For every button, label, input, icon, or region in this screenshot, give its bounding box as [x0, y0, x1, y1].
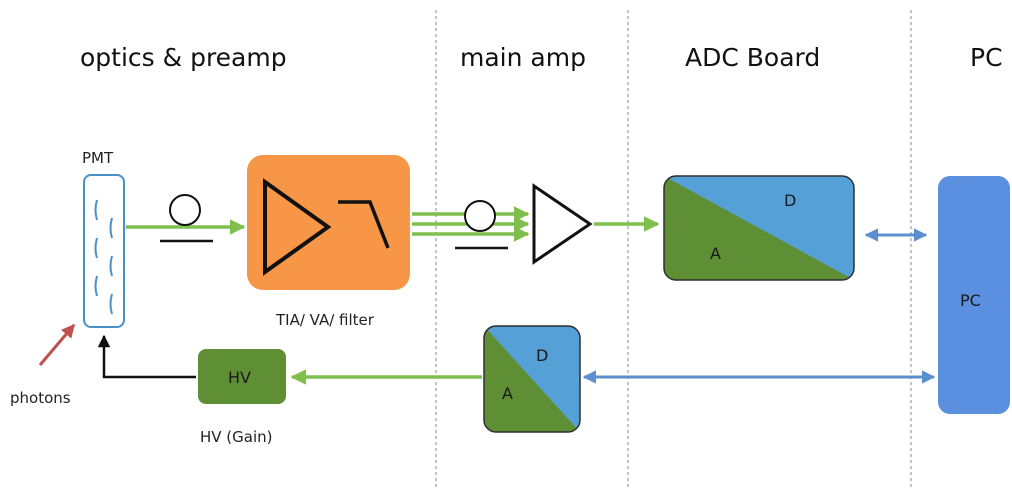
photon-arrow [38, 323, 76, 366]
adc-a-label: A [710, 244, 721, 263]
hv-block-label: HV [228, 368, 251, 387]
hv-to-pmt-line [97, 334, 196, 379]
pc-block-label: PC [960, 291, 981, 310]
dac-block [483, 325, 581, 433]
section-header-adc-board: ADC Board [685, 43, 820, 72]
pc-block [938, 176, 1010, 414]
main-amp-triangle [532, 183, 593, 265]
dac-d-label: D [536, 346, 548, 365]
pmt-tube [83, 174, 125, 328]
cable-coil-icon [455, 200, 508, 250]
dac-a-label: A [502, 384, 513, 403]
adc-d-label: D [784, 191, 796, 210]
section-header-pc: PC [970, 43, 1003, 72]
photons-label: photons [10, 389, 71, 407]
section-header-main-amp: main amp [460, 43, 586, 72]
hv-caption: HV (Gain) [200, 428, 273, 446]
cable-coil-icon [160, 194, 213, 243]
preamp-caption: TIA/ VA/ filter [275, 311, 375, 329]
hv-block [198, 349, 286, 404]
adc-block [663, 175, 855, 281]
section-header-optics-preamp: optics & preamp [80, 43, 287, 72]
preamp-block [247, 155, 410, 290]
pmt-label: PMT [82, 149, 114, 167]
